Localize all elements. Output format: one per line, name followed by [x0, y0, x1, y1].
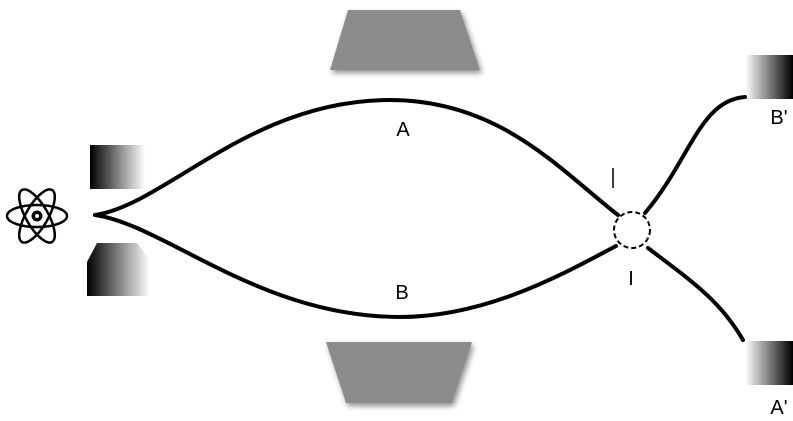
- label-interaction: I: [628, 268, 634, 290]
- label-detector-b-prime: B': [770, 107, 787, 129]
- label-detector-a-prime: A': [770, 397, 787, 419]
- detector-b-prime: [745, 55, 793, 99]
- path-to-b-prime: [643, 95, 747, 215]
- source-slit-lower: [87, 243, 150, 296]
- label-path-a: A: [396, 119, 410, 141]
- path-to-a-prime: [646, 246, 745, 342]
- source-slit-upper: [90, 145, 145, 189]
- label-path-b: B: [395, 282, 408, 304]
- path-b: [93, 213, 618, 320]
- atom-icon: [5, 188, 69, 244]
- top-plate: [330, 10, 480, 70]
- bottom-plate: [326, 342, 472, 403]
- dashed-circle-icon: [613, 211, 651, 249]
- path-a: [93, 97, 620, 217]
- detector-a-prime: [745, 341, 793, 385]
